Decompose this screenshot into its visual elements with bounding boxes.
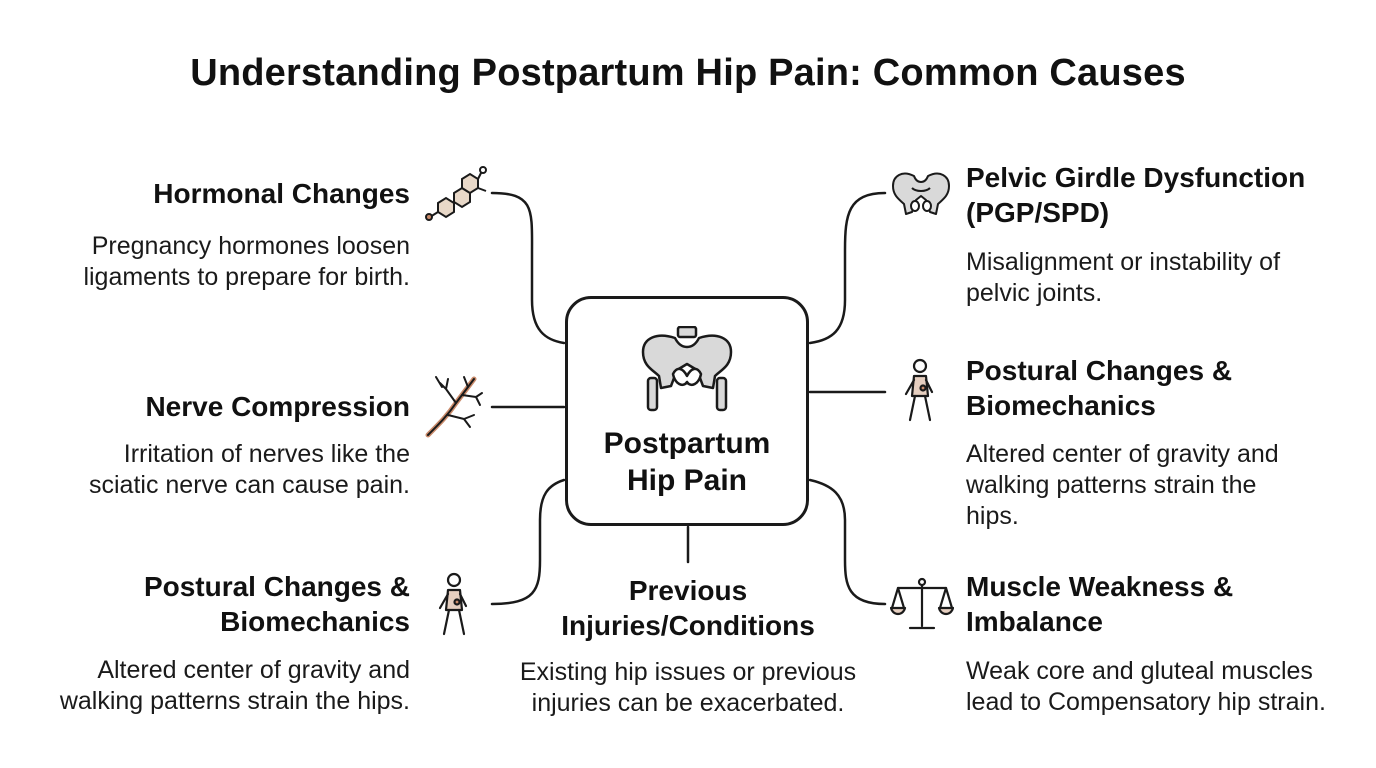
balance-scale-icon — [890, 577, 954, 630]
postural-left-heading: Postural Changes & Biomechanics — [144, 569, 410, 639]
previous-desc-line: injuries can be exacerbated. — [531, 689, 845, 717]
postural-right-heading: Postural Changes & Biomechanics — [966, 353, 1232, 423]
pelvis-icon — [892, 172, 950, 215]
pelvic-desc-line: pelvic joints. — [966, 279, 1103, 307]
nerve-description: Irritation of nerves like the sciatic ne… — [89, 439, 410, 501]
pelvis-icon — [641, 326, 733, 412]
nerve-heading: Nerve Compression — [145, 391, 410, 422]
connector-pelvic — [808, 191, 887, 345]
pelvic-desc-line: Misalignment or instability of — [966, 248, 1281, 276]
pelvic-heading: Pelvic Girdle Dysfunction (PGP/SPD) — [966, 160, 1305, 230]
molecule-icon — [425, 166, 487, 221]
muscle-title-line: Imbalance — [966, 606, 1103, 637]
nerve-icon — [425, 376, 483, 438]
hub-label-line1: Postpartum — [603, 427, 771, 460]
pelvic-title-line: Pelvic Girdle Dysfunction — [966, 162, 1306, 193]
postural-right-desc-line: hips. — [966, 502, 1019, 530]
pelvic-description: Misalignment or instability of pelvic jo… — [966, 247, 1280, 309]
postural-left-desc-line: walking patterns strain the hips. — [59, 687, 410, 715]
hub-label-line2: Hip Pain — [626, 464, 747, 497]
muscle-title-line: Muscle Weakness & — [966, 571, 1234, 602]
previous-description: Existing hip issues or previous injuries… — [488, 657, 888, 719]
nerve-desc-line: sciatic nerve can cause pain. — [88, 471, 410, 499]
connector-muscle — [808, 478, 887, 606]
postural-right-description: Altered center of gravity and walking pa… — [966, 439, 1279, 532]
previous-title-line: Injuries/Conditions — [561, 610, 815, 641]
hormonal-description: Pregnancy hormones loosen ligaments to p… — [83, 231, 410, 293]
walking-person-icon — [904, 358, 934, 422]
postural-right-title-line: Biomechanics — [966, 390, 1156, 421]
connector-hormonal — [490, 191, 566, 345]
previous-heading: Previous Injuries/Conditions — [538, 573, 838, 643]
previous-title-line: Previous — [628, 575, 748, 606]
postural-left-desc-line: Altered center of gravity and — [97, 656, 410, 684]
postural-left-title-line: Biomechanics — [220, 606, 410, 637]
walking-person-icon — [438, 572, 468, 636]
pelvic-title-line: (PGP/SPD) — [966, 197, 1110, 228]
muscle-heading: Muscle Weakness & Imbalance — [966, 569, 1233, 639]
muscle-description: Weak core and gluteal muscles lead to Co… — [966, 656, 1326, 718]
hormonal-desc-line: ligaments to prepare for birth. — [83, 263, 410, 291]
connector-postural-left — [490, 478, 566, 606]
hub-label: Postpartum Hip Pain — [565, 425, 809, 499]
previous-desc-line: Existing hip issues or previous — [519, 658, 857, 686]
postural-right-desc-line: walking patterns strain the — [966, 471, 1257, 499]
postural-right-desc-line: Altered center of gravity and — [966, 440, 1279, 468]
hormonal-desc-line: Pregnancy hormones loosen — [91, 232, 410, 260]
muscle-desc-line: lead to Compensatory hip strain. — [966, 688, 1326, 716]
hormonal-heading: Hormonal Changes — [153, 178, 410, 209]
page-title: Understanding Postpartum Hip Pain: Commo… — [190, 52, 1186, 94]
postural-right-title-line: Postural Changes & — [966, 355, 1233, 386]
postural-left-description: Altered center of gravity and walking pa… — [60, 655, 410, 717]
muscle-desc-line: Weak core and gluteal muscles — [966, 657, 1313, 685]
nerve-desc-line: Irritation of nerves like the — [123, 440, 410, 468]
postural-left-title-line: Postural Changes & — [143, 571, 410, 602]
